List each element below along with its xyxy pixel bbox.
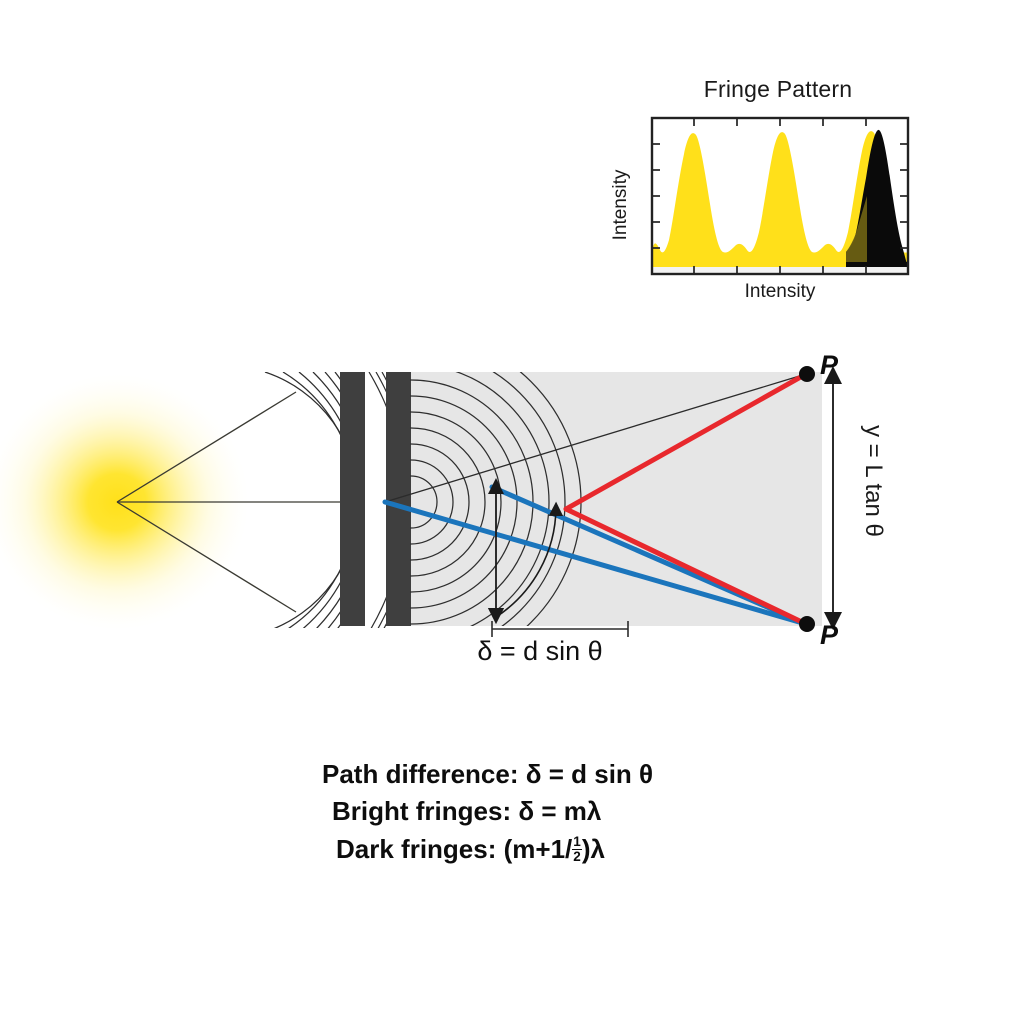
fringe-overlap-tint [846, 196, 867, 274]
fringe-pattern-title: Fringe Pattern [703, 76, 853, 102]
formula-bright-fringes-expr: δ = mλ [518, 796, 602, 827]
ray-red-lower [563, 506, 809, 627]
ray-red-upper [563, 371, 809, 512]
wavefronts-between-barriers [368, 372, 386, 628]
formula-path-difference: Path difference: δ = d sin θ [322, 756, 752, 793]
path-difference-vertical-arrow [487, 478, 564, 625]
formula-path-difference-expr: δ = d sin θ [525, 759, 654, 789]
formula-block: Path difference: δ = d sin θ Bright frin… [322, 756, 752, 868]
label-point-P-top: P [820, 350, 839, 380]
fringe-bright-area [652, 131, 908, 274]
fringe-y-axis-label: Intensity [610, 169, 631, 241]
formula-bright-fringes: Bright fringes: δ = mλ [322, 793, 752, 830]
path-difference-measure-bar [491, 621, 629, 637]
ray-blue [382, 499, 809, 627]
point-P-top-dot [799, 366, 815, 382]
label-y-distance: y = L tan θ [860, 425, 887, 537]
source-light-cone [116, 391, 352, 613]
barrier-single-slit [340, 372, 365, 626]
label-point-P-bottom: P [820, 620, 839, 650]
fringe-baseline-yellow [652, 262, 846, 267]
fraction-numerator: 1 [572, 834, 582, 850]
formula-path-difference-label: Path difference: [322, 759, 519, 789]
fringe-axis-ticks [652, 118, 908, 274]
label-path-difference: δ = d sin θ [477, 636, 603, 666]
fringe-x-axis-label: Intensity [744, 281, 816, 302]
barrier-double-slit [386, 372, 411, 626]
fringe-plot-frame [650, 116, 910, 276]
formula-bright-fringes-label: Bright fringes: [332, 796, 512, 827]
fraction-denominator: 2 [573, 848, 581, 864]
formula-dark-fringes-label: Dark fringes: [336, 833, 497, 864]
wavefronts-pre-slit [264, 372, 342, 628]
formula-dark-fringes-expr-before: (m+1/ [503, 833, 573, 864]
formula-dark-fringes-expr-after: )λ [581, 833, 605, 864]
fringe-baseline-dark [846, 262, 908, 267]
point-P-bottom-dot [799, 616, 815, 632]
